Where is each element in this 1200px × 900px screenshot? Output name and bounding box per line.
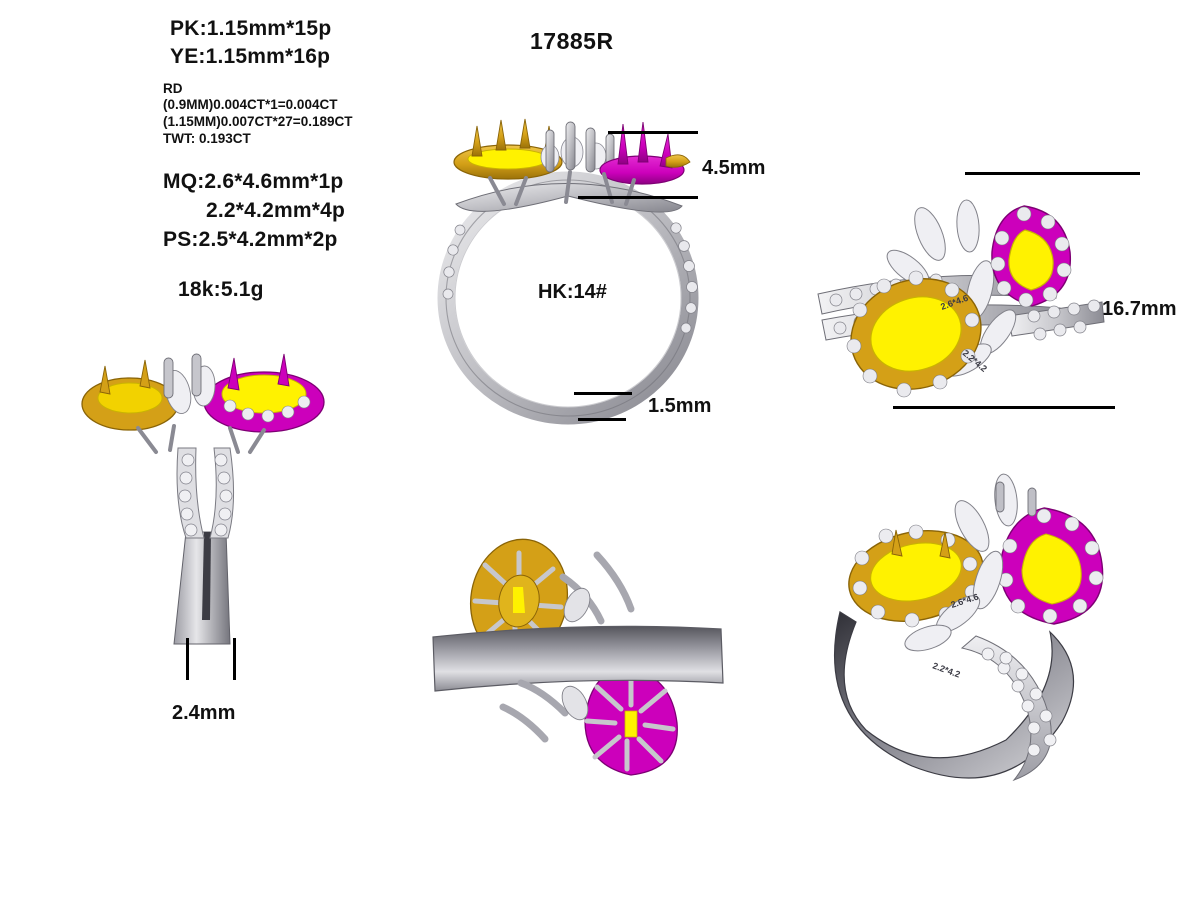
spec-mq-1: MQ:2.6*4.6mm*1p xyxy=(163,170,344,193)
spec-rd-line2: (1.15MM)0.007CT*27=0.189CT xyxy=(163,114,353,129)
dimension-line-width-top xyxy=(965,172,1140,175)
dimension-tick-right xyxy=(233,638,236,680)
spec-rd-line1: (0.9MM)0.004CT*1=0.004CT xyxy=(163,97,338,112)
spec-ps: PS:2.5*4.2mm*2p xyxy=(163,228,338,251)
dimension-band-thickness: 1.5mm xyxy=(648,395,712,417)
perspective-view: 2.6*4.6 2.2*4.2 xyxy=(800,472,1130,802)
dimension-height: 4.5mm xyxy=(702,157,766,179)
dimension-shank-width: 2.4mm xyxy=(172,702,236,724)
dimension-width: 16.7mm xyxy=(1102,298,1177,320)
top-plan-view: 2.6*4.6 2.2*4.2 xyxy=(812,182,1112,402)
page-title: 17885R xyxy=(530,28,614,54)
spec-ye: YE:1.15mm*16p xyxy=(170,45,331,68)
stone-mark-mq-small-persp: 2.2*4.2 xyxy=(931,660,961,679)
spec-pk: PK:1.15mm*15p xyxy=(170,17,332,40)
spec-twt: TWT: 0.193CT xyxy=(163,131,251,146)
ring-size-label: HK:14# xyxy=(538,281,607,303)
dimension-line-band-top xyxy=(574,392,632,395)
bottom-gallery-view xyxy=(425,525,735,785)
dimension-line-height-top xyxy=(608,131,698,134)
dimension-tick-left xyxy=(186,638,189,680)
front-elevation-view xyxy=(78,352,368,652)
spec-rd-label: RD xyxy=(163,81,183,96)
dimension-line-band-bottom xyxy=(578,418,626,421)
dimension-line-height-bottom xyxy=(578,196,698,199)
spec-metal-weight: 18k:5.1g xyxy=(178,278,264,301)
side-profile-view xyxy=(420,100,740,440)
spec-mq-2: 2.2*4.2mm*4p xyxy=(206,199,345,222)
dimension-line-width-bottom xyxy=(893,406,1115,409)
